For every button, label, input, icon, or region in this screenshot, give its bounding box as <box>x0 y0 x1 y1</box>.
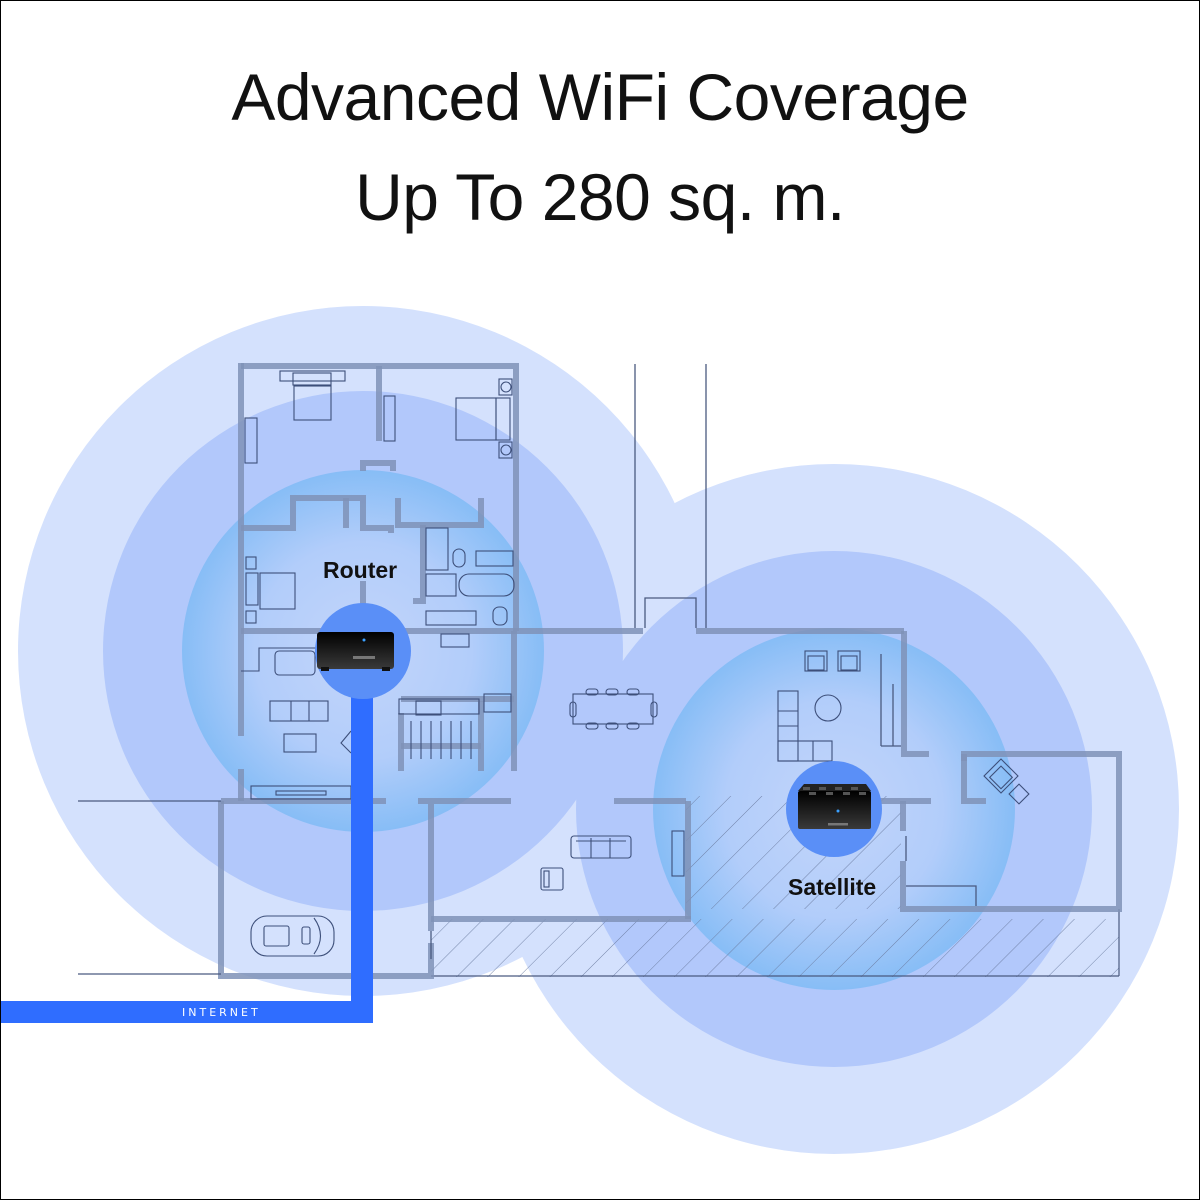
headline-line-2: Up To 280 sq. m. <box>355 160 845 234</box>
router-device <box>315 603 411 699</box>
router-label: Router <box>323 557 398 583</box>
satellite-label: Satellite <box>788 874 877 900</box>
internet-cable-label: INTERNET <box>182 1006 261 1019</box>
internet-cable <box>1 691 373 1023</box>
floorplan-thin-lines <box>78 364 977 975</box>
satellite-device <box>786 761 882 857</box>
floorplan-furniture <box>241 370 1030 957</box>
headline-line-1: Advanced WiFi Coverage <box>231 60 969 134</box>
floorplan-walls <box>218 363 1122 979</box>
